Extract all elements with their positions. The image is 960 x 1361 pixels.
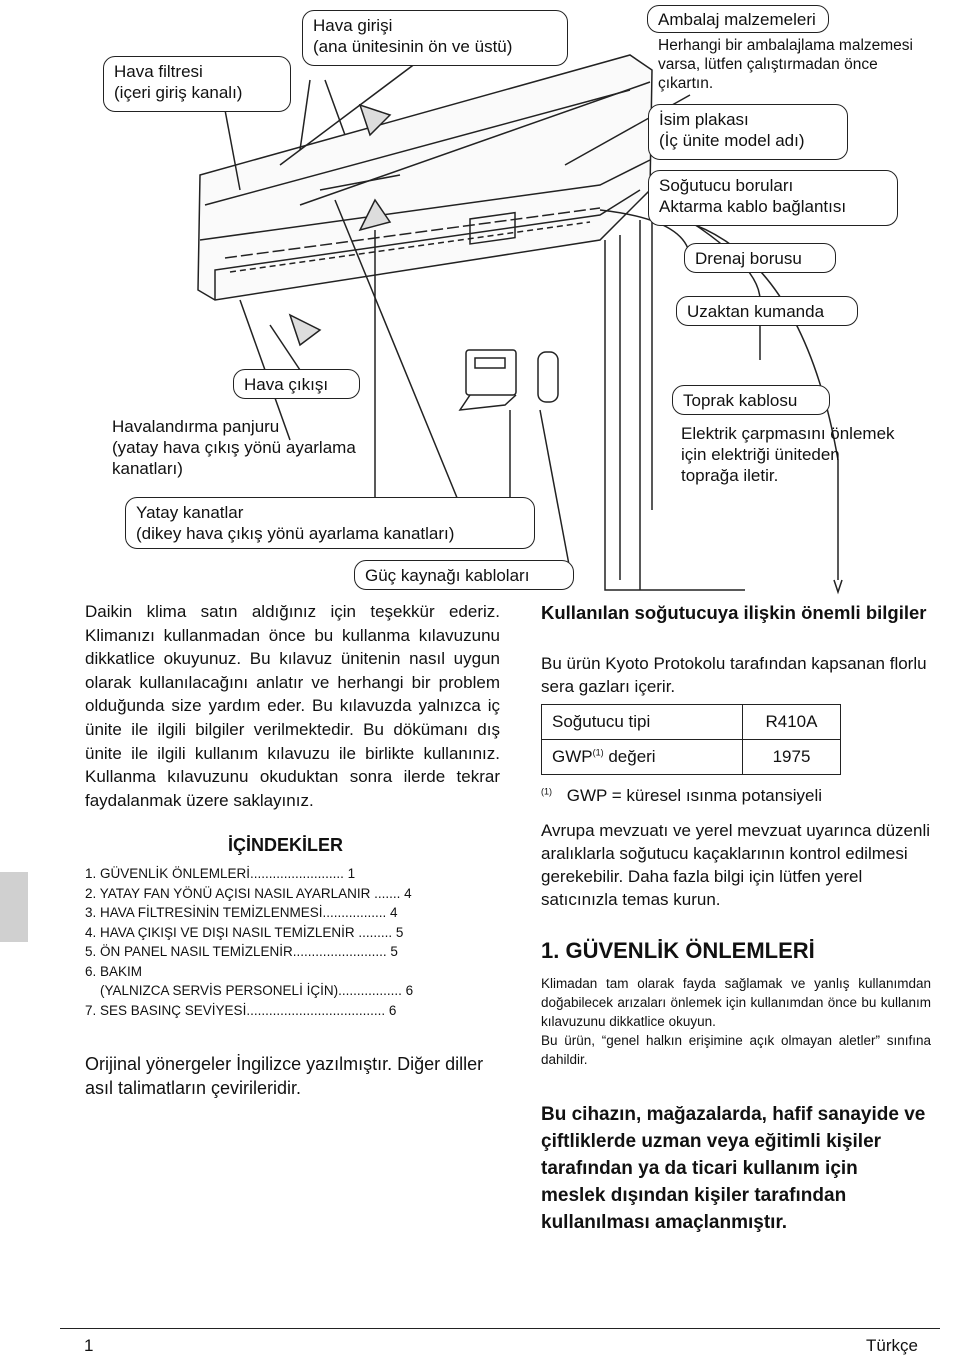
page-number: 1 (84, 1336, 94, 1355)
professional-use-notice: Bu cihazın, mağazalarda, hafif sanayide … (541, 1104, 926, 1233)
callout-air-filter: Hava filtresi (içeri giriş kanalı) (103, 56, 291, 112)
indoor-unit-body (197, 54, 653, 301)
callout-earth-wire: Toprak kablosu (672, 385, 830, 415)
callout-air-outlet: Hava çıkışı (233, 369, 360, 399)
refrigerant-title: Kullanılan soğutucuya ilişkin önemli bil… (541, 602, 927, 623)
callout-name-plate: İsim plakası (İç ünite model adı) (648, 104, 848, 160)
footnote: (1) GWP = küresel ısınma potansiyeli (541, 786, 822, 805)
footer-rule (60, 1328, 940, 1329)
toc-item[interactable]: (YALNIZCA SERVİS PERSONELİ İÇİN)........… (85, 983, 414, 998)
refrigerant-text: Bu ürün Kyoto Protokolu tarafından kapsa… (541, 654, 927, 696)
toc-item[interactable]: 7. SES BASINÇ SEVİYESİ..................… (85, 1002, 397, 1018)
toc-item[interactable]: 3. HAVA FİLTRESİNİN TEMİZLENMESİ........… (85, 905, 398, 920)
intro-paragraph: Daikin klima satın aldığınız için teşekk… (85, 602, 500, 810)
earth-wire-note: Elektrik çarpmasını önlemek için elektri… (681, 424, 895, 485)
callout-horizontal-blades: Yatay kanatlar (dikey hava çıkış yönü ay… (125, 497, 535, 549)
callout-drain-hose: Drenaj borusu (684, 243, 836, 273)
indoor-unit-diagram (197, 44, 843, 595)
section-tab (0, 872, 28, 942)
footer-language: Türkçe (866, 1336, 918, 1355)
louver-note: Havalandırma panjuru (yatay hava çıkış y… (112, 417, 356, 478)
refrigerant-type-value: R410A (742, 704, 841, 740)
refrigerant-type-label: Soğutucu tipi (541, 704, 743, 740)
toc-item[interactable]: 4. HAVA ÇIKIŞI VE DIŞI NASIL TEMİZLENİR … (85, 924, 404, 940)
toc-item[interactable]: 6. BAKIM (85, 963, 143, 979)
toc-item[interactable]: 1. GÜVENLİK ÖNLEMLERİ...................… (85, 866, 356, 881)
safety-paragraph-1: Klimadan tam olarak fayda sağlamak ve ya… (541, 976, 931, 1029)
eu-regulation-text: Avrupa mevzuatı ve yerel mevzuat uyarınc… (541, 821, 930, 909)
refrigerant-pipe (604, 240, 745, 591)
callout-air-inlet: Hava girişi (ana ünitesinin ön ve üstü) (302, 10, 568, 66)
safety-paragraph-2: Bu ürün, “genel halkın erişimine açık ol… (541, 1033, 931, 1067)
refrigerant-table: Soğutucu tipi R410A GWP(1) değeri 1975 (541, 704, 841, 775)
remote-controller (465, 349, 517, 396)
table-of-contents: 1. GÜVENLİK ÖNLEMLERİ...................… (85, 864, 505, 1020)
table-row: GWP(1) değeri 1975 (541, 739, 841, 775)
toc-item[interactable]: 5. ÖN PANEL NASIL TEMİZLENİR............… (85, 944, 398, 959)
toc-title: İÇİNDEKİLER (228, 835, 344, 855)
callout-packaging: Ambalaj malzemeleri (647, 5, 829, 33)
air-out-arrow (288, 313, 322, 347)
gwp-label: GWP(1) değeri (541, 739, 743, 775)
callout-refrigerant-pipes: Soğutucu boruları Aktarma kablo bağlantı… (648, 170, 898, 226)
table-row: Soğutucu tipi R410A (541, 704, 841, 740)
callout-remote: Uzaktan kumanda (676, 296, 858, 326)
callout-power-cables: Güç kaynağı kabloları (354, 560, 574, 590)
safety-heading: 1. GÜVENLİK ÖNLEMLERİ (541, 938, 815, 963)
gwp-value: 1975 (742, 739, 841, 775)
packaging-note: Herhangi bir ambalajlama malzemesi varsa… (658, 37, 913, 92)
original-language-note: Orijinal yönergeler İngilizce yazılmıştı… (85, 1054, 484, 1098)
toc-item[interactable]: 2. YATAY FAN YÖNÜ AÇISI NASIL AYARLANIR … (85, 885, 412, 901)
